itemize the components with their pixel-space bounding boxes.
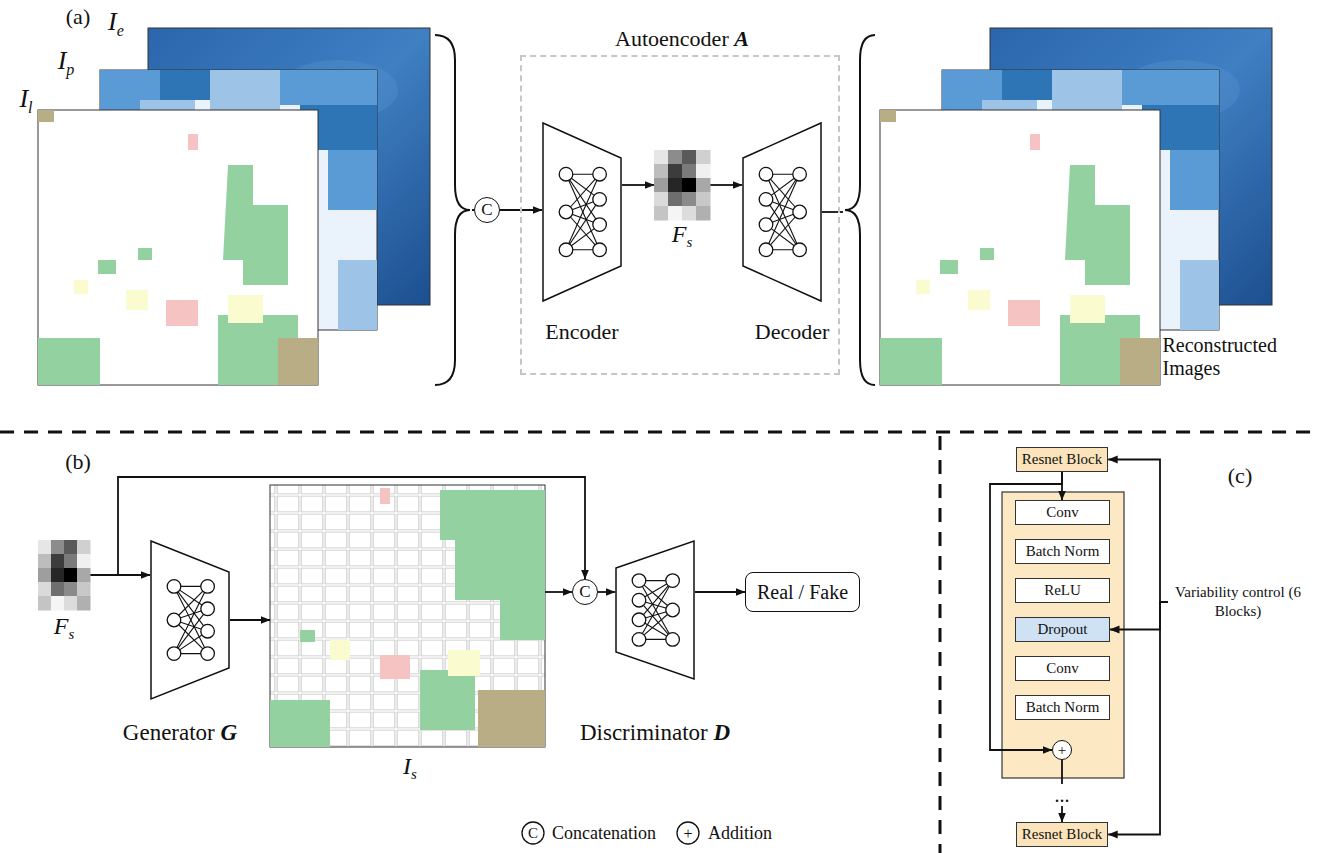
node-text: Reconstructed Images xyxy=(1163,334,1298,380)
autoencoder-box: Autoencoder AEncoderFsDecoder xyxy=(520,55,840,375)
latent-feature: Fs xyxy=(38,540,90,610)
node-text: Conv xyxy=(1046,504,1079,521)
network-icon xyxy=(542,122,622,302)
discriminator: Discriminator D xyxy=(615,540,695,680)
text-holder: Variability control (6 Blocks) xyxy=(1168,580,1308,624)
node-text: Batch Norm xyxy=(1026,543,1100,560)
text-holder: Dropout xyxy=(1016,618,1109,641)
node-text: Is xyxy=(403,753,417,783)
node-text: Dropout xyxy=(1038,621,1088,638)
text-holder: Real / Fake xyxy=(746,573,859,611)
synthetic-image: Is xyxy=(270,485,545,747)
text-holder: + xyxy=(1053,741,1071,759)
text-holder: C xyxy=(573,580,597,604)
layer-box: ReLU xyxy=(1015,578,1110,603)
connector xyxy=(1108,460,1168,603)
feature-grid xyxy=(38,540,90,610)
legend-symbol: + xyxy=(683,825,692,843)
node-text: Batch Norm xyxy=(1026,699,1100,716)
concat-circle: C xyxy=(572,579,598,605)
input-image-stack: IeIpIl xyxy=(20,18,472,388)
text-holder: C xyxy=(475,198,499,222)
node-text: Fs xyxy=(54,613,74,643)
node-text: Resnet Block xyxy=(1022,826,1102,843)
resnet-block: Resnet Block xyxy=(1016,447,1108,472)
connector xyxy=(545,591,572,593)
node-text: Discriminator D xyxy=(580,720,730,746)
node-text: Ip xyxy=(58,46,75,79)
ellipsis: ... xyxy=(1053,784,1072,806)
connector xyxy=(710,184,742,186)
connector xyxy=(695,591,745,593)
layer-box: Conv xyxy=(1015,500,1110,525)
node-text: + xyxy=(1058,742,1066,759)
add-circle: + xyxy=(1052,740,1072,760)
node-text: ReLU xyxy=(1044,582,1081,599)
network-icon xyxy=(742,122,822,302)
network-icon xyxy=(150,540,230,700)
node-text: C xyxy=(579,582,590,602)
layer-box: Conv xyxy=(1015,656,1110,681)
network-icon xyxy=(615,540,695,680)
reconstructed-stack: Reconstructed Images xyxy=(843,28,1295,388)
resnet-block: Resnet Block xyxy=(1016,822,1108,847)
connector xyxy=(598,591,615,593)
latent-feature: Fs xyxy=(654,150,710,220)
node-text: Decoder xyxy=(755,319,830,344)
concat-circle: C xyxy=(474,197,500,223)
node-text: Resnet Block xyxy=(1022,451,1102,468)
legend-symbol: C xyxy=(528,825,538,842)
node-text: Conv xyxy=(1046,660,1079,677)
node-text: Fs xyxy=(672,221,692,251)
connector xyxy=(622,184,654,186)
node-text: Generator G xyxy=(123,720,237,746)
node-text: Real / Fake xyxy=(757,581,848,604)
connector xyxy=(230,619,270,621)
feature-grid xyxy=(654,150,710,220)
connector xyxy=(1108,602,1168,835)
panel-label: (a) xyxy=(66,5,90,29)
node-text: Autoencoder A xyxy=(615,26,749,51)
encoder: Encoder xyxy=(542,122,622,302)
node-text: Ie xyxy=(108,7,124,40)
node-text: Il xyxy=(19,84,32,117)
node-text: C xyxy=(481,200,492,220)
text-holder: Conv xyxy=(1016,657,1109,680)
panel-label: (b) xyxy=(65,450,91,474)
decoder: Decoder xyxy=(742,122,822,302)
text-holder: Resnet Block xyxy=(1017,448,1107,471)
legend-text: Concatenation xyxy=(552,823,656,844)
text-holder: Batch Norm xyxy=(1016,696,1109,719)
text-holder: Conv xyxy=(1016,501,1109,524)
generator: Generator G xyxy=(150,540,230,700)
layer-box: Batch Norm xyxy=(1015,695,1110,720)
text-holder: Resnet Block xyxy=(1017,823,1107,846)
node-text: Variability control (6 Blocks) xyxy=(1168,583,1308,622)
panel-label: (c) xyxy=(1228,464,1252,488)
dropout-box: Dropout xyxy=(1015,617,1110,642)
output-box: Real / Fake xyxy=(745,572,860,612)
legend-text: Addition xyxy=(708,823,772,844)
text-holder: ReLU xyxy=(1016,579,1109,602)
variability-note: Variability control (6 Blocks) xyxy=(1168,580,1308,624)
text-holder: Batch Norm xyxy=(1016,540,1109,563)
layer-box: Batch Norm xyxy=(1015,539,1110,564)
node-text: Encoder xyxy=(545,319,618,344)
